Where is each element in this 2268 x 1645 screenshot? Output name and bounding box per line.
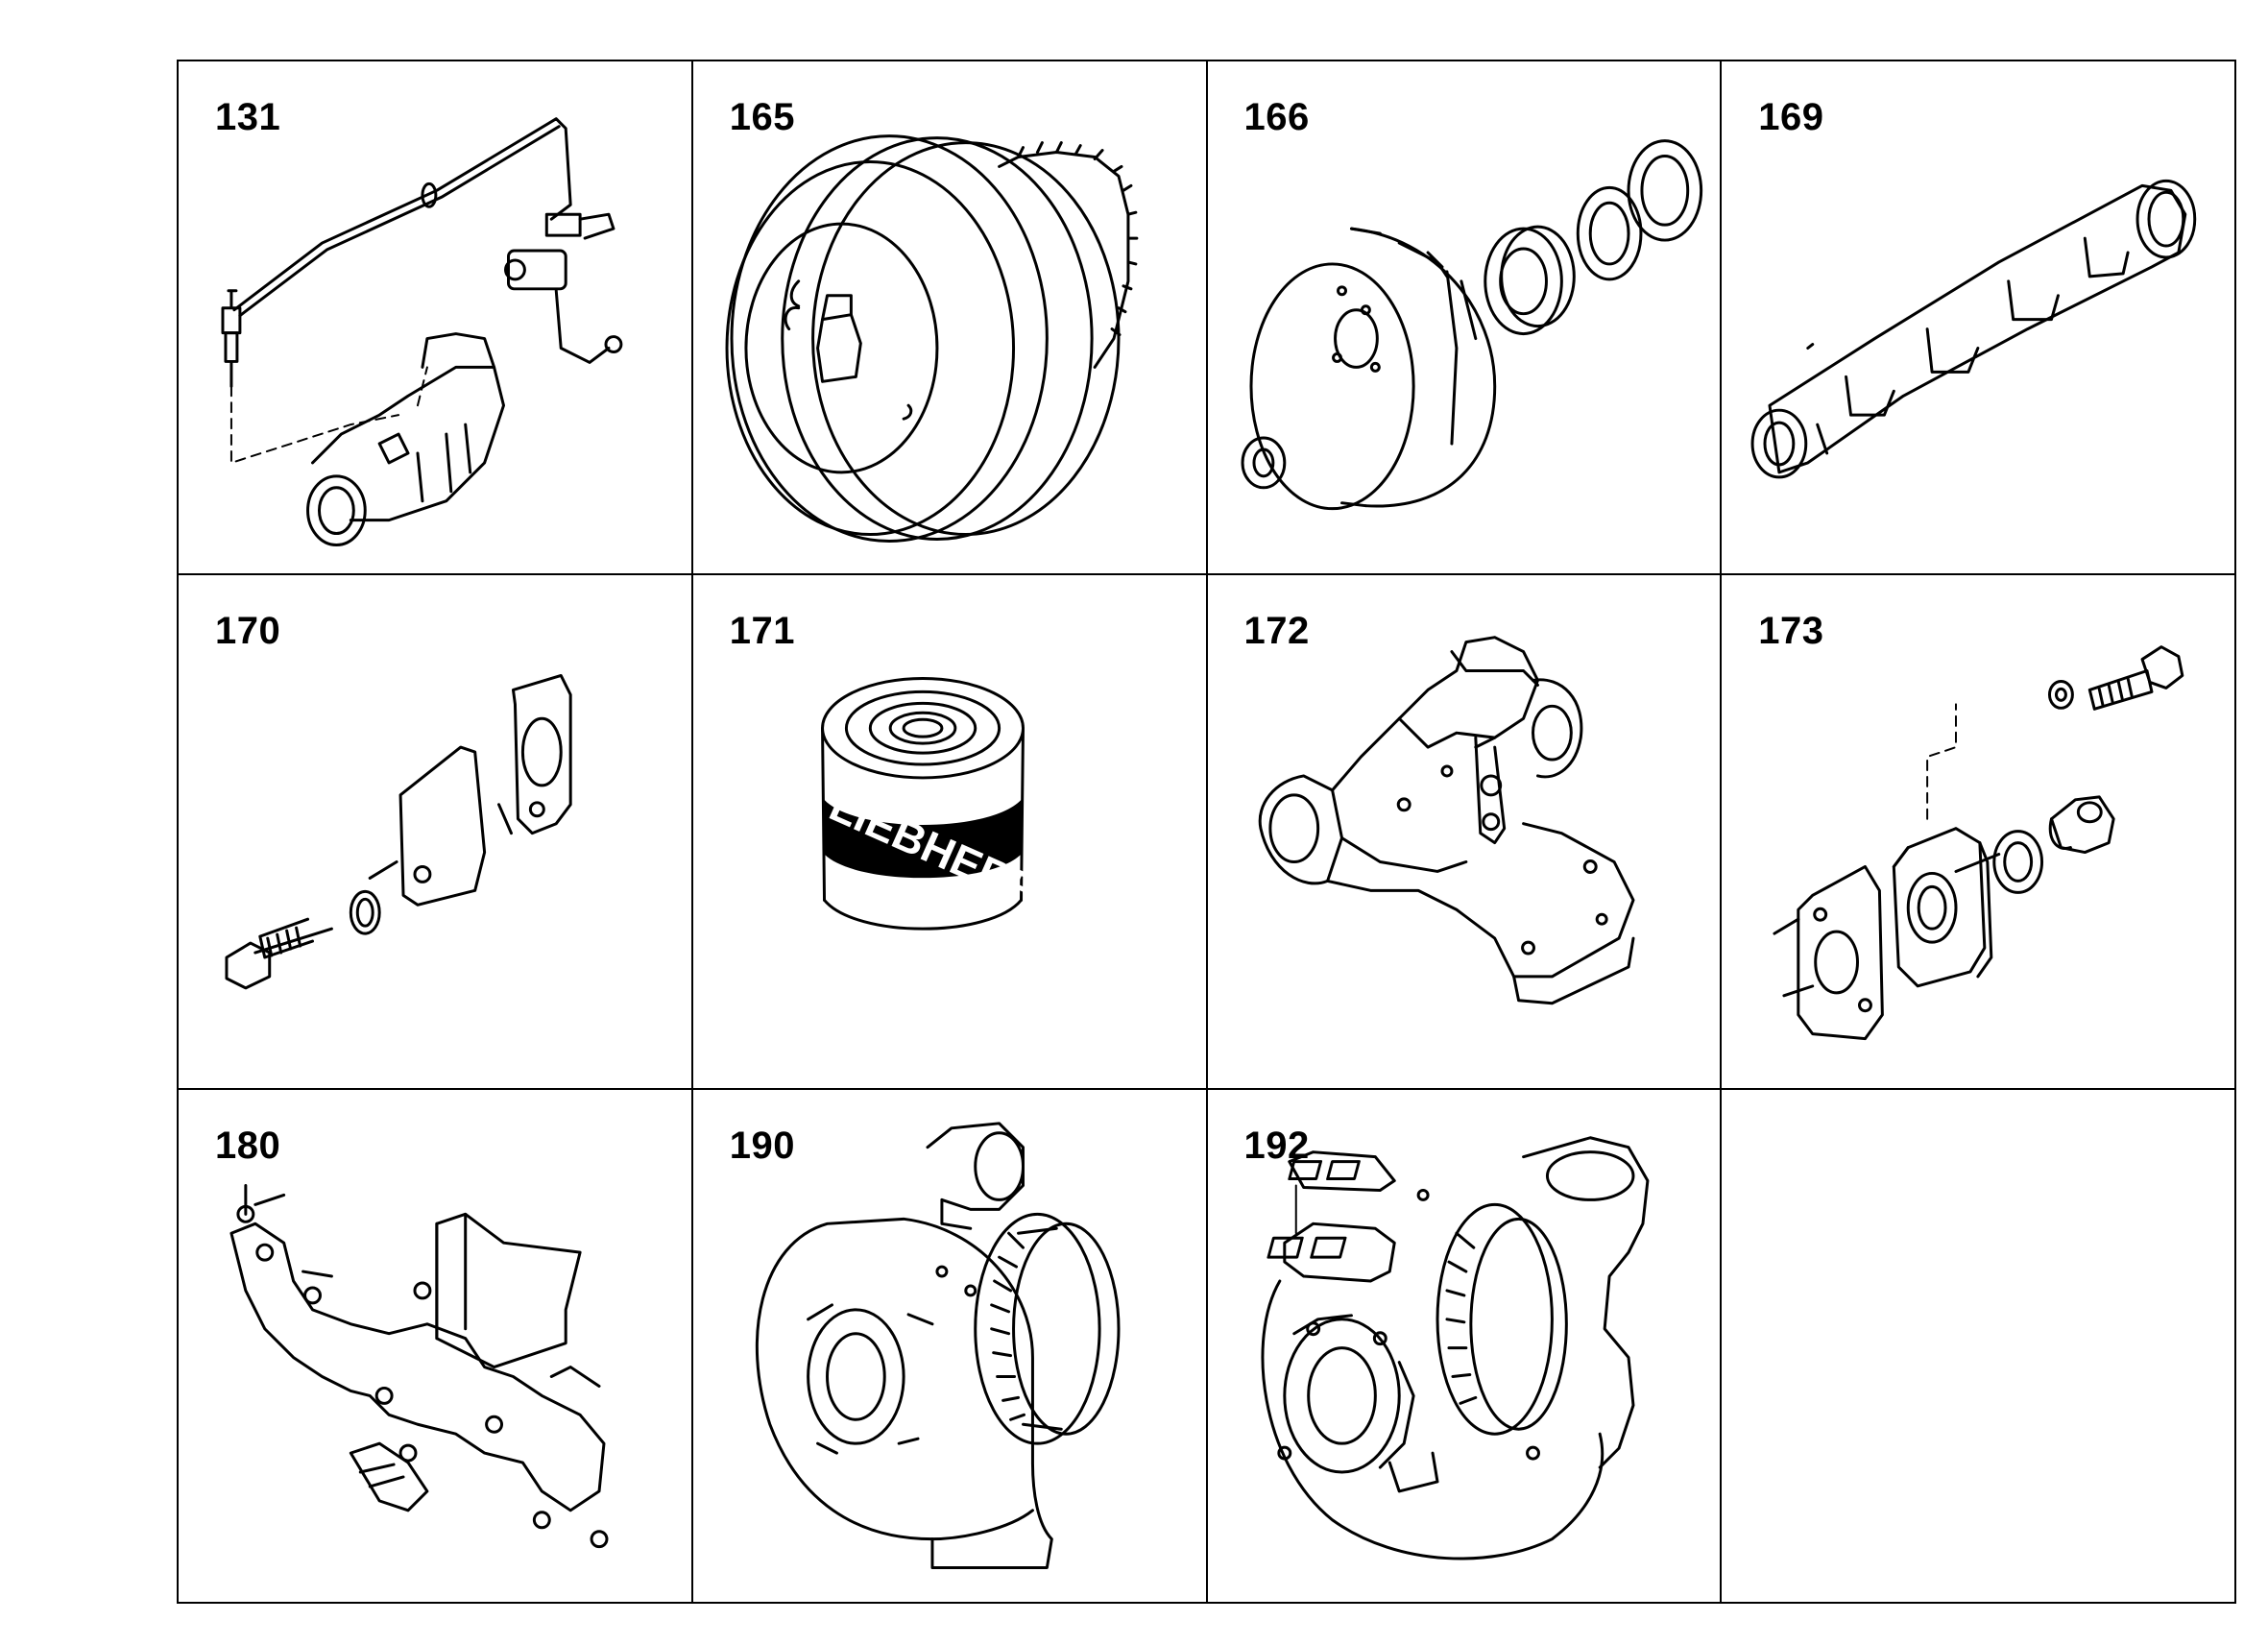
turbocharger-gasket-icon [1260,1135,1649,1560]
part-number: 192 [1243,1124,1310,1167]
part-cell-173[interactable]: 173 [1722,575,2236,1090]
flange-gasket-icon [1773,645,2184,1041]
part-number: 180 [215,1124,281,1167]
part-number: 166 [1243,96,1310,138]
part-number: 172 [1243,610,1310,653]
part-number: 165 [729,96,795,138]
exhaust-pipe-icon [1750,179,2197,479]
cover-plate-icon [225,674,572,990]
empty-cell [1722,1089,2236,1604]
oil-filter-icon: LIEBHERR [820,677,1048,931]
part-cell-170[interactable]: 170 [179,575,693,1090]
part-cell-165[interactable]: 165 [692,61,1208,576]
turbocharger-icon [755,1121,1121,1569]
part-cell-171[interactable]: 171 LIEBHERR [692,575,1208,1090]
pulley-seals-icon [1241,139,1702,511]
part-cell-180[interactable]: 180 [179,1089,693,1604]
part-cell-169[interactable]: 169 [1722,61,2236,576]
part-cell-192[interactable]: 192 [1207,1089,1723,1604]
exhaust-manifold-icon [229,1183,609,1548]
part-cell-190[interactable]: 190 [692,1089,1208,1604]
parts-grid: 131 165 [177,60,2236,1604]
part-number: 173 [1758,610,1824,653]
thermostat-housing-icon [1258,636,1634,1005]
part-cell-172[interactable]: 172 [1207,575,1723,1090]
part-number: 131 [215,96,281,138]
part-cell-166[interactable]: 166 [1207,61,1723,576]
part-cell-131[interactable]: 131 [179,61,693,576]
part-number: 190 [729,1124,795,1167]
part-number: 169 [1758,96,1824,138]
fuel-line-sensor-icon [221,117,623,546]
part-number: 171 [729,610,795,653]
part-number: 170 [215,610,281,653]
fan-clutch-icon [725,134,1139,543]
